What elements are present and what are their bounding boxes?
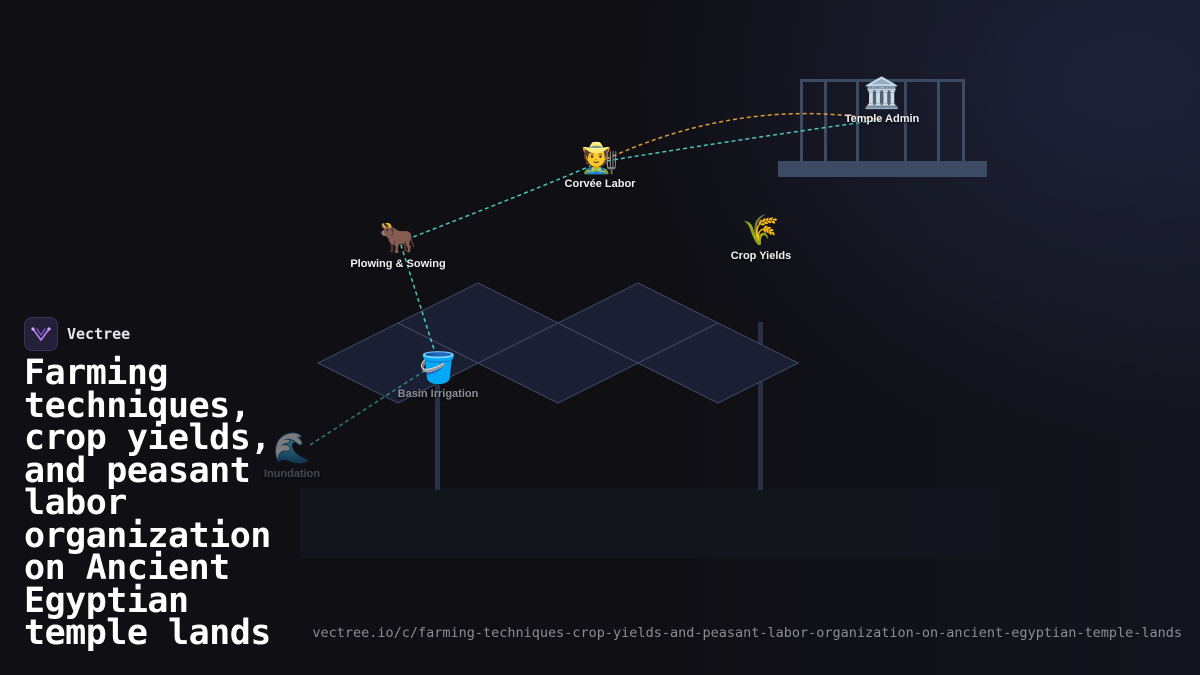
temple-column (856, 79, 859, 161)
temple-column (824, 79, 827, 161)
temple-column (962, 79, 965, 161)
edge-corvee-labor-to-temple-admin (599, 119, 881, 163)
farmer-icon: 🧑‍🌾 (581, 141, 619, 176)
temple-base (778, 161, 987, 177)
node-label: Inundation (263, 468, 321, 480)
node-label: Basin Irrigation (397, 388, 479, 400)
temple-icon: 🏛️ (863, 76, 901, 111)
node-crop-yields[interactable]: 🌾 Crop Yields (730, 213, 792, 263)
node-label: Temple Admin (844, 113, 920, 125)
node-plowing-sowing[interactable]: 🐂 Plowing & Sowing (350, 221, 446, 271)
temple-column (904, 79, 907, 161)
node-corvee-labor[interactable]: 🧑‍🌾 Corvée Labor (564, 141, 636, 191)
temple-column (937, 79, 940, 161)
node-temple-admin[interactable]: 🏛️ Temple Admin (844, 76, 920, 126)
wave-icon: 🌊 (273, 431, 311, 466)
temple-lintel (800, 79, 965, 82)
node-label: Crop Yields (730, 250, 792, 262)
temple-column (800, 79, 803, 161)
node-basin-irrigation[interactable]: 🪣 Basin Irrigation (397, 351, 479, 401)
ox-icon: 🐂 (379, 221, 417, 256)
page-title: Farming techniques, crop yields, and pea… (24, 353, 271, 653)
support-post (758, 322, 763, 490)
edge-corvee-labor-to-temple-admin (599, 112, 881, 163)
vectree-logo-icon (24, 317, 58, 351)
wheat-icon: 🌾 (742, 213, 780, 248)
bucket-icon: 🪣 (419, 351, 457, 386)
node-inundation[interactable]: 🌊 Inundation (263, 431, 321, 481)
node-label: Corvée Labor (564, 178, 636, 190)
edge-inundation-to-basin-irrigation (309, 361, 439, 446)
edges-layer (309, 112, 881, 446)
temple-structure (778, 79, 987, 177)
ground-slab (300, 488, 1000, 558)
node-label: Plowing & Sowing (350, 258, 446, 270)
field-grid (316, 282, 800, 404)
brand-name: Vectree (67, 325, 131, 343)
support-post (435, 385, 440, 490)
brand: Vectree (24, 317, 130, 351)
source-url[interactable]: vectree.io/c/farming-techniques-crop-yie… (312, 625, 1182, 641)
field-tile (636, 322, 800, 404)
